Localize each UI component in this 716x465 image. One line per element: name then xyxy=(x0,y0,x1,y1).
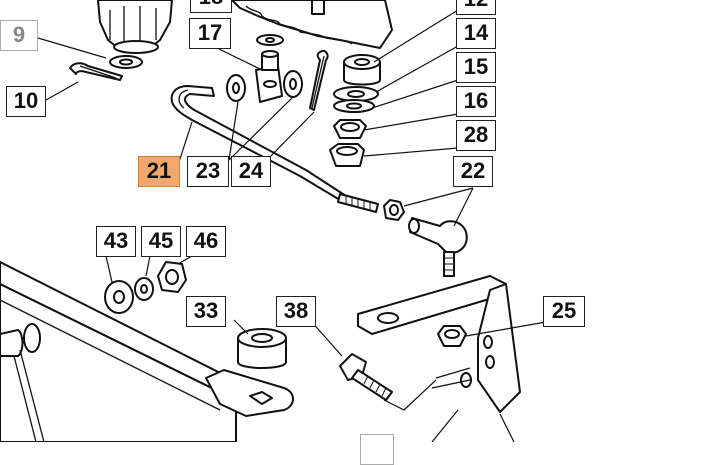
callout-22: 22 xyxy=(453,156,493,187)
bolt-38 xyxy=(339,353,393,401)
washer-43 xyxy=(104,280,134,314)
callout-17: 17 xyxy=(189,18,231,49)
callout-14: 14 xyxy=(456,18,496,49)
callout-24: 24 xyxy=(231,156,271,187)
callout-46: 46 xyxy=(186,226,226,257)
bracket-25 xyxy=(357,275,521,413)
cotter-pin-10 xyxy=(69,62,123,81)
nut-22 xyxy=(383,199,405,221)
callout-21: 21 xyxy=(138,156,180,187)
washer-9 xyxy=(109,55,143,69)
callout-45: 45 xyxy=(141,226,181,257)
nut-28 xyxy=(329,143,365,167)
washers-23 xyxy=(226,70,303,102)
callout-10: 10 xyxy=(6,86,46,117)
bushing-12 xyxy=(343,54,381,86)
callout-12: 12 xyxy=(456,0,496,15)
pin-24 xyxy=(309,50,329,111)
callout-33: 33 xyxy=(186,296,226,327)
washer-45 xyxy=(134,277,154,301)
nut-46 xyxy=(157,261,187,293)
rod-21 xyxy=(170,85,379,213)
callout-partial-bottom xyxy=(360,434,394,465)
nut-25 xyxy=(437,325,467,347)
washer-17 xyxy=(256,34,284,46)
washer-14 xyxy=(333,86,379,102)
callout-15: 15 xyxy=(456,52,496,83)
callout-16: 16 xyxy=(456,86,496,117)
callout-25: 25 xyxy=(543,296,585,327)
callout-38: 38 xyxy=(276,296,316,327)
part-9-housing xyxy=(97,0,173,54)
callout-18: 18 xyxy=(190,0,232,13)
callout-43: 43 xyxy=(96,226,136,257)
callout-9: 9 xyxy=(0,20,38,51)
gear-plate-18 xyxy=(231,0,393,49)
nut-16 xyxy=(333,119,367,139)
callout-23: 23 xyxy=(187,156,229,187)
leader-lines xyxy=(37,9,547,443)
diagram-drawing xyxy=(0,0,547,443)
swivel-block-17 xyxy=(255,50,283,103)
exploded-parts-diagram: 9 10 17 18 12 14 15 16 28 21 23 24 22 43… xyxy=(0,0,585,465)
bushing-33 xyxy=(237,328,287,369)
washer-15 xyxy=(333,99,375,113)
ball-joint-22 xyxy=(408,217,468,277)
callout-28: 28 xyxy=(456,120,496,151)
